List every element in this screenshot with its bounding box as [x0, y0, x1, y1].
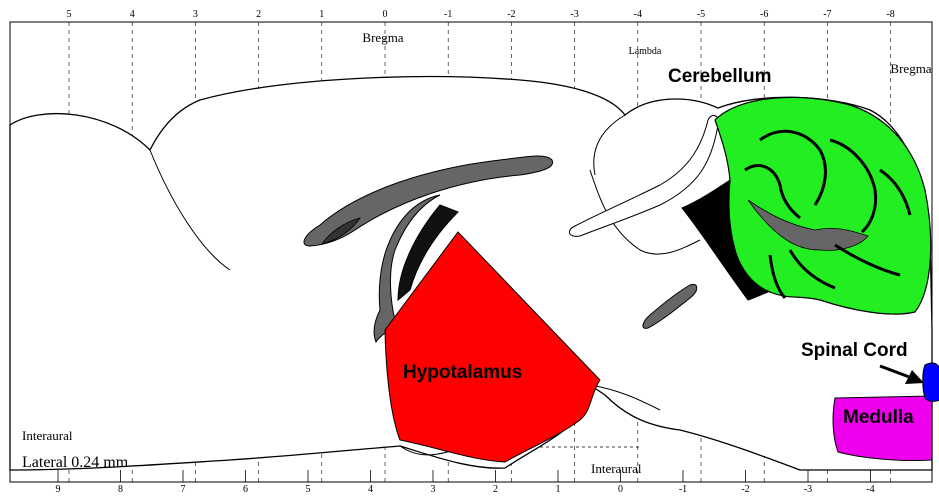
medulla-label: Medulla: [843, 407, 914, 428]
top-tick-label: -3: [570, 9, 578, 20]
cerebellum-label: Cerebellum: [668, 66, 771, 87]
bottom-tick-label: 5: [306, 484, 311, 493]
medulla-region: [833, 396, 932, 461]
spinal-cord-region: [923, 363, 939, 401]
top-tick-label: -5: [697, 9, 705, 20]
bottom-tick-label: 7: [181, 484, 186, 493]
hypothalamus-label: Hypotalamus: [403, 362, 522, 383]
interaural-left-label: Interaural: [22, 428, 73, 443]
bottom-tick-label: 4: [368, 484, 373, 493]
bottom-tick-label: 2: [493, 484, 498, 493]
top-tick-label: 0: [383, 9, 388, 20]
bottom-tick-label: -3: [804, 484, 812, 493]
bottom-tick-label: 3: [431, 484, 436, 493]
interaural-bottom-label: Interaural: [591, 461, 642, 476]
bottom-tick-label: 6: [243, 484, 248, 493]
top-tick-label: 3: [193, 9, 198, 20]
top-tick-label: 2: [256, 9, 261, 20]
top-tick-label: -6: [760, 9, 768, 20]
bottom-tick-label: -2: [741, 484, 749, 493]
top-tick-label: -8: [886, 9, 894, 20]
top-tick-label: 1: [319, 9, 324, 20]
spinal-cord-label: Spinal Cord: [801, 340, 908, 361]
bottom-tick-label: 1: [556, 484, 561, 493]
bottom-tick-label: -4: [866, 484, 874, 493]
bregma-top-label: Bregma: [362, 30, 403, 45]
bottom-tick-label: 8: [118, 484, 123, 493]
lateral-label: Lateral 0.24 mm: [22, 454, 129, 471]
bottom-tick-label: 0: [618, 484, 623, 493]
top-tick-label: 5: [67, 9, 72, 20]
bottom-tick-label: 9: [56, 484, 61, 493]
lambda-label: Lambda: [629, 46, 662, 57]
top-tick-label: -2: [507, 9, 515, 20]
top-tick-label: -7: [823, 9, 831, 20]
top-tick-label: -4: [634, 9, 642, 20]
bottom-tick-label: -1: [679, 484, 687, 493]
top-tick-label: 4: [130, 9, 135, 20]
bregma-right-label: Bregma: [890, 61, 931, 76]
top-tick-label: -1: [444, 9, 452, 20]
